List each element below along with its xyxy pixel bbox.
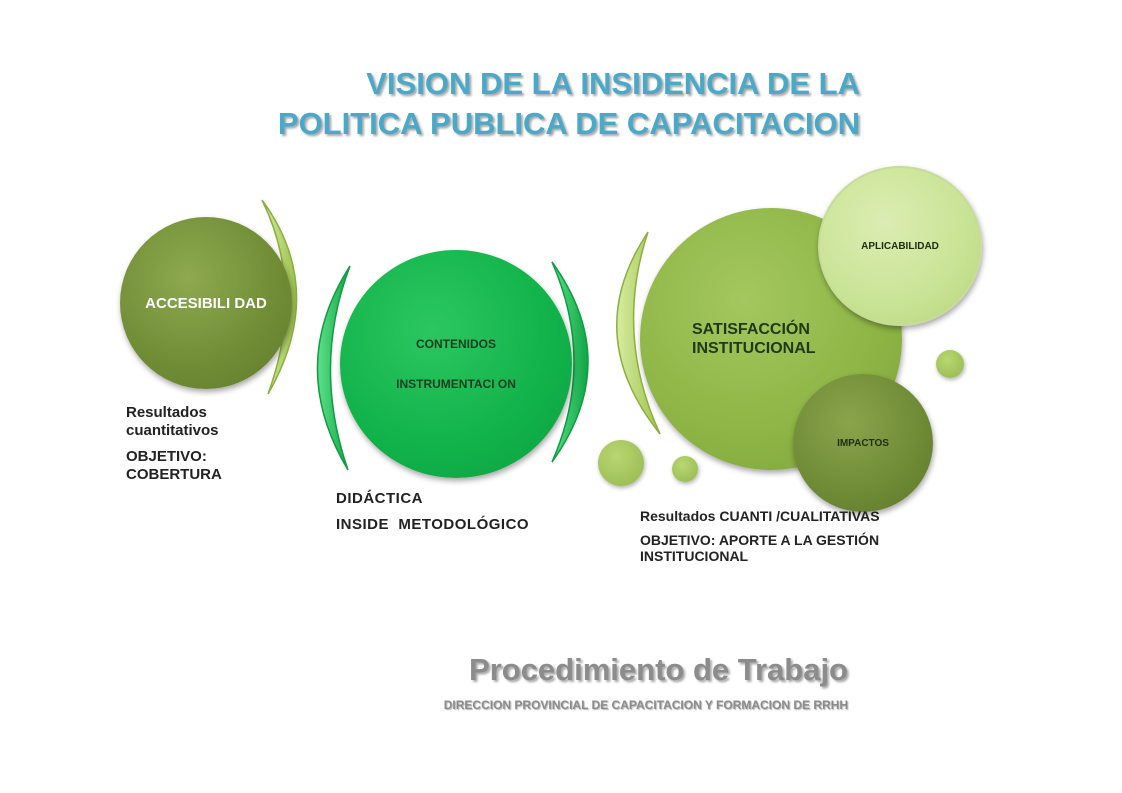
left-description: Resultados cuantitativos OBJETIVO: COBER…: [126, 404, 266, 492]
right-results-text: Resultados CUANTI /CUALITATIVAS: [640, 508, 880, 524]
instrumentacion-label: INSTRUMENTACI ON: [396, 377, 516, 391]
accesibilidad-circle: ACCESIBILI DAD: [120, 217, 292, 389]
accesibilidad-label: ACCESIBILI DAD: [145, 294, 267, 312]
aplicabilidad-circle: APLICABILIDAD: [818, 166, 982, 326]
page-title: VISION DE LA INSIDENCIA DE LA POLITICA P…: [250, 64, 860, 144]
satisfaccion-label-line2: INSTITUCIONAL: [692, 340, 816, 357]
title-line-2: POLITICA PUBLICA DE CAPACITACION: [277, 106, 860, 141]
contenidos-label: CONTENIDOS: [415, 337, 496, 351]
decorative-dot: [672, 456, 698, 482]
contenidos-circle: CONTENIDOS INSTRUMENTACI ON: [340, 250, 572, 478]
right-objective-text: OBJETIVO: APORTE A LA GESTIÓN INSTITUCIO…: [640, 532, 880, 564]
satisfaccion-label-line1: SATISFACCIÓN: [692, 321, 810, 338]
middle-didactica-text: DIDÁCTICA: [336, 490, 423, 507]
left-results-text: Resultados cuantitativos: [126, 404, 219, 439]
left-objective-text: OBJETIVO: COBERTURA: [126, 448, 222, 483]
arc-accesibilidad-right: [261, 199, 298, 395]
impactos-label: IMPACTOS: [837, 437, 889, 449]
decorative-dot: [598, 440, 644, 486]
right-description: Resultados CUANTI /CUALITATIVAS OBJETIVO…: [640, 508, 890, 572]
impactos-circle: IMPACTOS: [793, 374, 933, 512]
middle-inside-text: INSIDE METODOLÓGICO: [336, 516, 530, 533]
footer-title: Procedimiento de Trabajo: [469, 652, 848, 687]
middle-description: DIDÁCTICA INSIDE METODOLÓGICO: [336, 490, 529, 542]
arc-contenidos-left: [316, 265, 351, 471]
decorative-dot: [936, 350, 964, 378]
footer-subtitle: DIRECCION PROVINCIAL DE CAPACITACION Y F…: [443, 698, 848, 712]
title-line-1: VISION DE LA INSIDENCIA DE LA: [366, 66, 860, 101]
arc-satisfaccion-left: [616, 231, 661, 435]
arc-contenidos-right: [551, 261, 589, 463]
aplicabilidad-label: APLICABILIDAD: [861, 240, 939, 252]
